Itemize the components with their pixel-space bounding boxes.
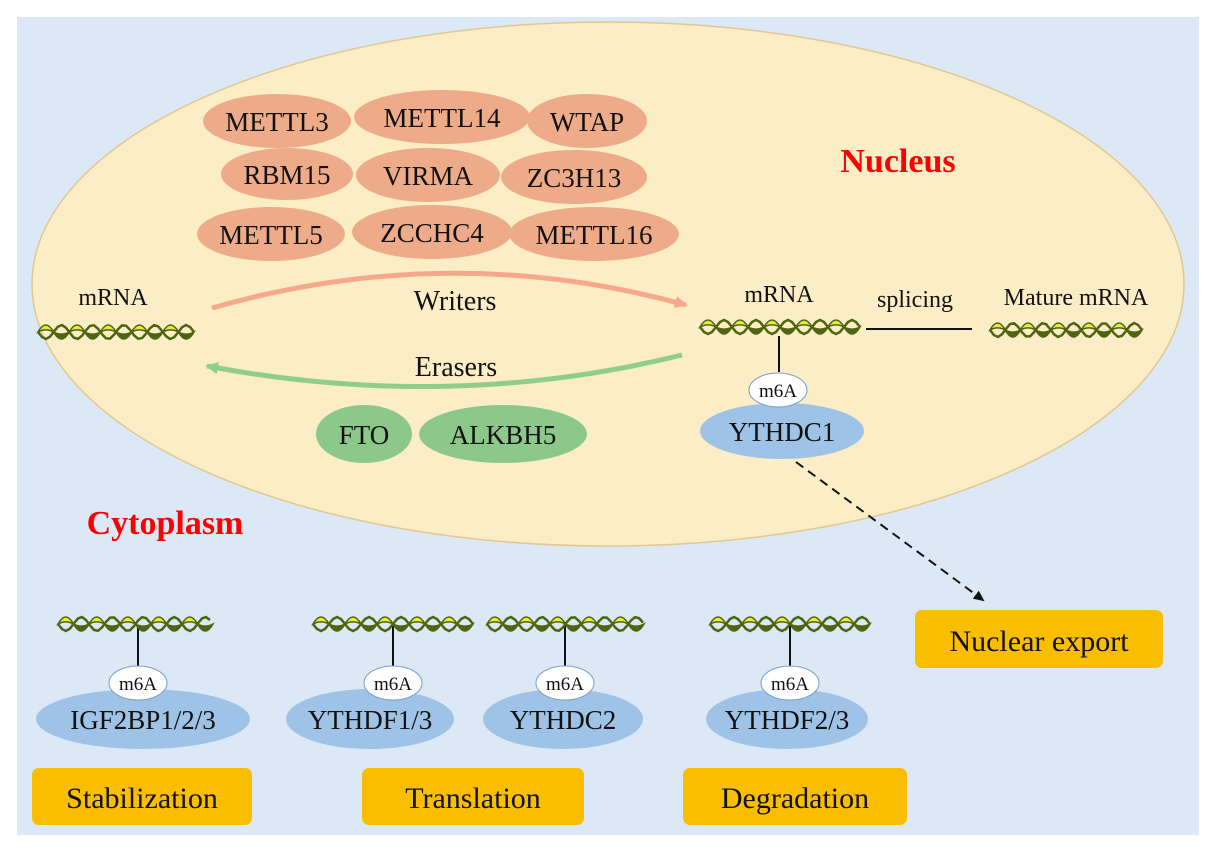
- mrna-ythdc2-strand: [485, 615, 646, 633]
- mrna-ythdf23-strand: [708, 615, 872, 633]
- eraser-ellipse-fto: [316, 405, 412, 463]
- m6a-label-igf2bp: m6A: [119, 674, 157, 695]
- m6a-badge-ythdc1: [748, 372, 808, 408]
- writer-label-rbm15: RBM15: [243, 160, 330, 190]
- writer-ellipse-rbm15: [221, 148, 353, 200]
- writer-ellipse-zc3h13: [501, 150, 647, 204]
- writer-ellipse-zcchc4: [352, 205, 512, 259]
- stabilization-label: Stabilization: [66, 782, 218, 815]
- nuclear-export-arrow: [795, 461, 985, 602]
- mrna-strands: [36, 318, 1144, 633]
- m6a-badge-igf2bp: [108, 665, 168, 701]
- degradation-box: [683, 768, 907, 825]
- splicing-label: splicing: [877, 287, 953, 313]
- translation-label: Translation: [405, 782, 541, 815]
- reader-label-ythdf13: YTHDF1/3: [308, 705, 433, 735]
- writers-group: METTL3 METTL14 WTAP RBM15 VIRMA ZC3H13 M…: [197, 90, 679, 261]
- mrna-right-label: mRNA: [744, 282, 814, 308]
- nuclear-export-label: Nuclear export: [949, 625, 1129, 658]
- reader-label-ythdf23: YTHDF2/3: [725, 705, 850, 735]
- writer-label-virma: VIRMA: [383, 161, 474, 191]
- stabilization-box: [32, 768, 252, 825]
- cytoplasm-label: Cytoplasm: [87, 505, 244, 542]
- mrna-igf2bp-strand: [56, 615, 215, 633]
- writer-label-zcchc4: ZCCHC4: [380, 218, 484, 248]
- writer-label-mettl3: METTL3: [225, 107, 328, 137]
- eraser-ellipse-alkbh5: [419, 405, 587, 463]
- translation-box: [362, 768, 584, 825]
- erasers-label: Erasers: [415, 352, 497, 383]
- writer-ellipse-mettl5: [197, 207, 345, 261]
- writer-ellipse-mettl14: [354, 90, 530, 144]
- reader-ellipse-ythdc2: [483, 689, 643, 749]
- writer-ellipse-mettl3: [203, 94, 351, 148]
- writer-label-wtap: WTAP: [550, 107, 624, 137]
- ythdc1-label: YTHDC1: [729, 417, 836, 447]
- m6a-badge-ythdc2: [535, 665, 595, 701]
- m6a-label-ythdf23: m6A: [771, 674, 809, 695]
- reader-ellipse-ythdf23: [706, 689, 868, 749]
- mrna-left-label: mRNA: [78, 285, 148, 311]
- eraser-label-alkbh5: ALKBH5: [450, 420, 557, 450]
- reader-ellipse-ythdf13: [286, 689, 454, 749]
- degradation-label: Degradation: [721, 782, 869, 815]
- writer-label-mettl14: METTL14: [384, 103, 501, 133]
- m6a-badge-ythdf13: [363, 665, 423, 701]
- writer-ellipse-mettl16: [509, 207, 679, 261]
- writer-ellipse-virma: [356, 148, 500, 202]
- m6a-badge-ythdf23: [760, 665, 820, 701]
- reader-label-igf2bp: IGF2BP1/2/3: [70, 705, 216, 735]
- m6a-label-ythdf13: m6A: [374, 674, 412, 695]
- writer-ellipse-wtap: [527, 94, 647, 148]
- erasers-arrow: [205, 352, 683, 390]
- m6a-label-ythdc2: m6A: [546, 674, 584, 695]
- mrna-right-strand: [698, 318, 862, 336]
- writers-arrow: [211, 270, 688, 311]
- mature-mrna-label: Mature mRNA: [1004, 285, 1149, 311]
- mrna-left-strand: [36, 323, 196, 341]
- eraser-label-fto: FTO: [339, 420, 390, 450]
- mrna-ythdf13-strand: [311, 615, 475, 633]
- mature-mrna-strand: [988, 321, 1144, 339]
- writers-label: Writers: [414, 286, 497, 317]
- reader-ellipse-igf2bp: [36, 689, 250, 749]
- m6a-label-ythdc1: m6A: [759, 381, 797, 402]
- nucleus-label: Nucleus: [840, 143, 955, 180]
- ythdc1-ellipse: [700, 403, 864, 459]
- reader-label-ythdc2: YTHDC2: [510, 705, 617, 735]
- writer-label-mettl16: METTL16: [536, 220, 653, 250]
- writer-label-zc3h13: ZC3H13: [527, 163, 622, 193]
- nuclear-export-box: [915, 610, 1163, 668]
- writer-label-mettl5: METTL5: [219, 220, 322, 250]
